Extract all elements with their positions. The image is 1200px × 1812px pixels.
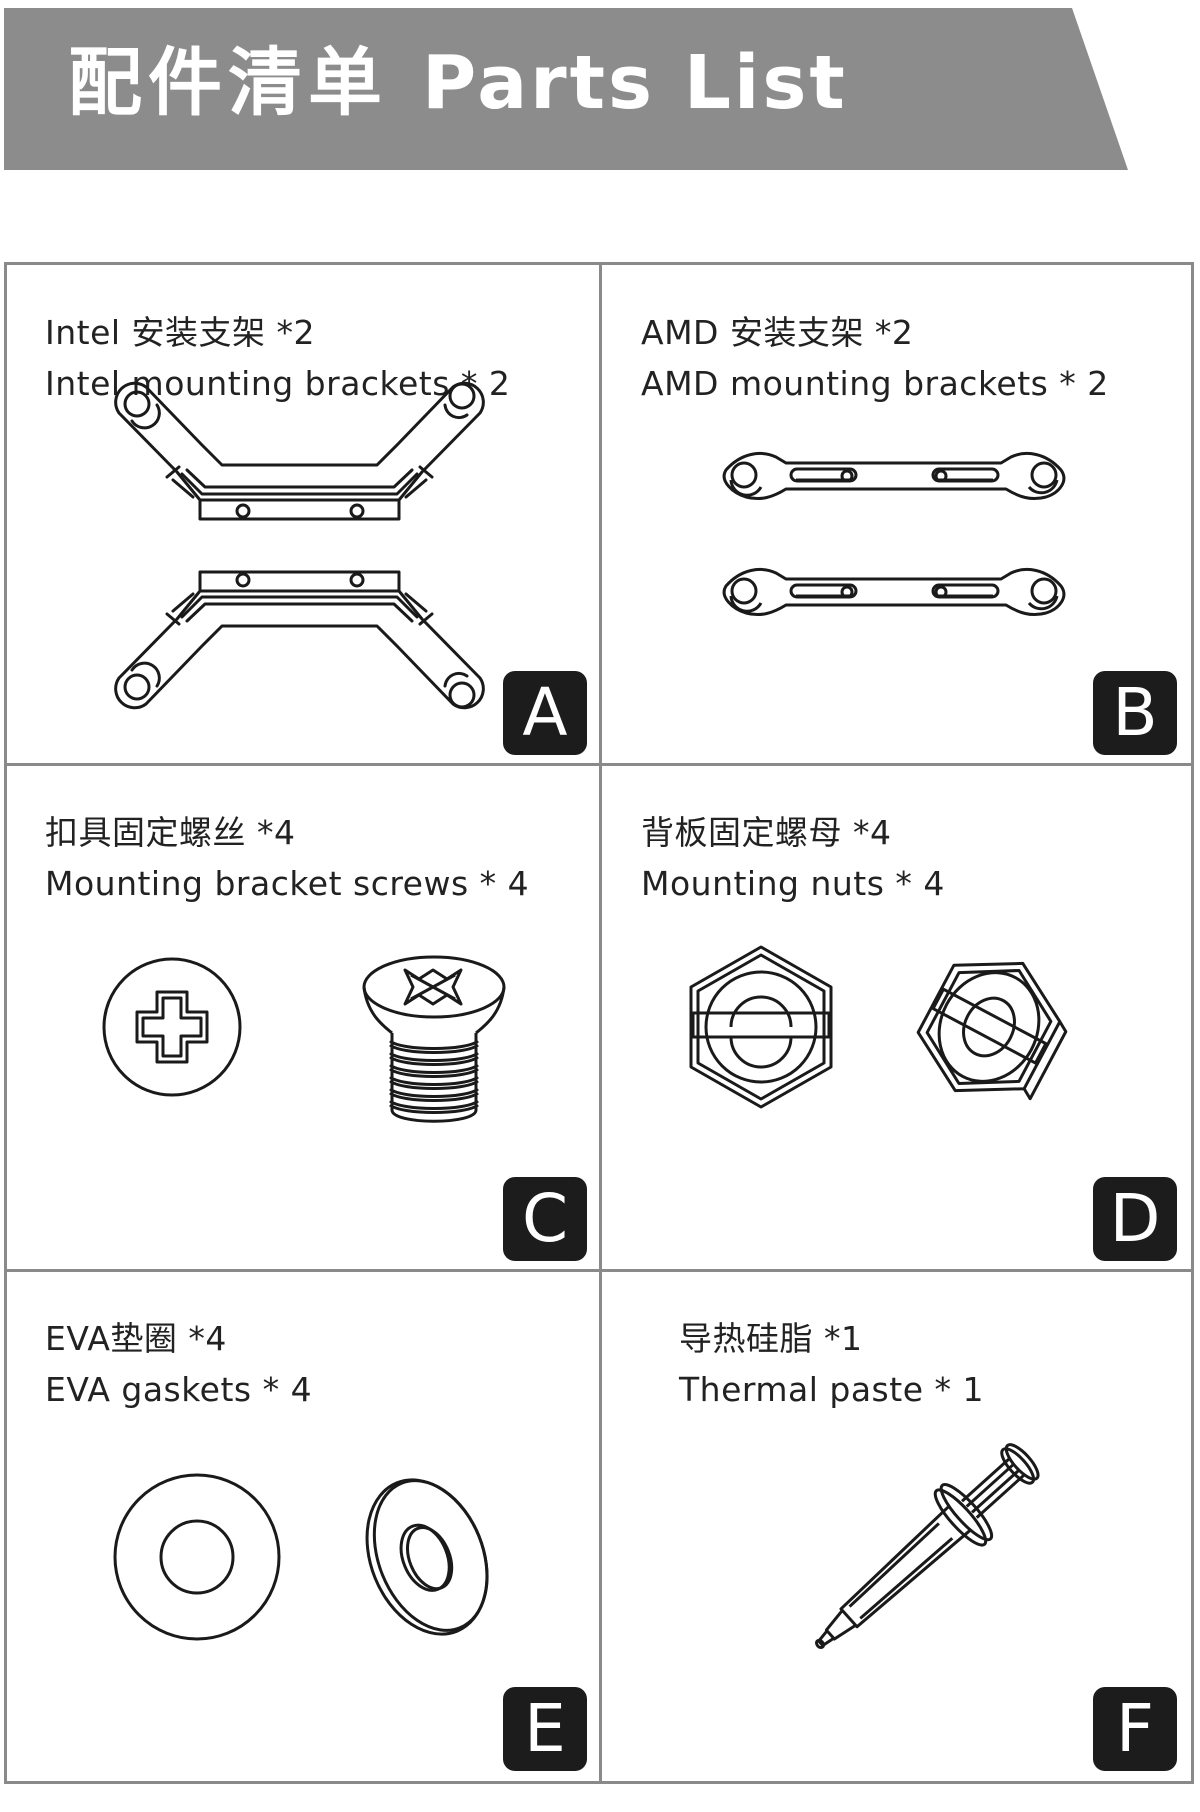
syringe-icon (815, 1443, 1040, 1650)
part-badge-c: C (503, 1177, 587, 1261)
hex-nut-icon (689, 945, 1068, 1109)
part-badge-e: E (503, 1687, 587, 1771)
part-cell-b: AMD 安装支架 *2 AMD mounting brackets * 2 (601, 265, 1191, 765)
page-title-en: Parts List (422, 40, 848, 126)
part-cell-a: Intel 安装支架 *2 Intel mounting brackets * … (7, 265, 601, 765)
amd-bracket-icon (722, 452, 1066, 617)
grid-divider-horizontal (7, 1269, 1191, 1272)
part-name-cn: 背板固定螺母 *4 (641, 813, 892, 852)
part-name-cn: 导热硅脂 *1 (679, 1319, 863, 1358)
part-badge-f: F (1093, 1687, 1177, 1771)
page-title-cn: 配件清单 (68, 40, 388, 126)
part-label: 导热硅脂 *1 Thermal paste * 1 (679, 1313, 984, 1415)
grid-divider-vertical (599, 265, 602, 1781)
grid-divider-horizontal (7, 763, 1191, 766)
part-label: 背板固定螺母 *4 Mounting nuts * 4 (641, 807, 945, 909)
part-cell-d: 背板固定螺母 *4 Mounting nuts * 4 D (601, 765, 1191, 1271)
parts-grid: Intel 安装支架 *2 Intel mounting brackets * … (4, 262, 1194, 1784)
part-badge-a: A (503, 671, 587, 755)
banner-shape (4, 8, 1128, 170)
part-name-en: AMD mounting brackets * 2 (641, 364, 1109, 403)
part-cell-c: 扣具固定螺丝 *4 Mounting bracket screws * 4 (7, 765, 601, 1271)
part-name-en: Mounting nuts * 4 (641, 864, 945, 903)
intel-bracket-icon (114, 381, 485, 710)
part-name-cn: EVA垫圈 *4 (45, 1319, 227, 1358)
part-name-en: EVA gaskets * 4 (45, 1370, 313, 1409)
part-cell-f: 导热硅脂 *1 Thermal paste * 1 (601, 1271, 1191, 1781)
part-name-cn: 扣具固定螺丝 *4 (45, 813, 296, 852)
screw-icon (102, 955, 506, 1123)
part-cell-e: EVA垫圈 *4 EVA gaskets * 4 E (7, 1271, 601, 1781)
part-badge-b: B (1093, 671, 1177, 755)
gasket-icon (113, 1473, 489, 1641)
part-label: AMD 安装支架 *2 AMD mounting brackets * 2 (641, 307, 1109, 409)
part-label: Intel 安装支架 *2 Intel mounting brackets * … (45, 307, 510, 409)
part-name-en: Intel mounting brackets * 2 (45, 364, 511, 403)
part-badge-d: D (1093, 1177, 1177, 1261)
part-name-cn: Intel 安装支架 *2 (45, 313, 316, 352)
part-name-en: Mounting bracket screws * 4 (45, 864, 530, 903)
part-label: 扣具固定螺丝 *4 Mounting bracket screws * 4 (45, 807, 529, 909)
part-label: EVA垫圈 *4 EVA gaskets * 4 (45, 1313, 312, 1415)
part-name-en: Thermal paste * 1 (679, 1370, 984, 1409)
part-name-cn: AMD 安装支架 *2 (641, 313, 914, 352)
header-banner: 配件清单 Parts List (0, 8, 1130, 170)
